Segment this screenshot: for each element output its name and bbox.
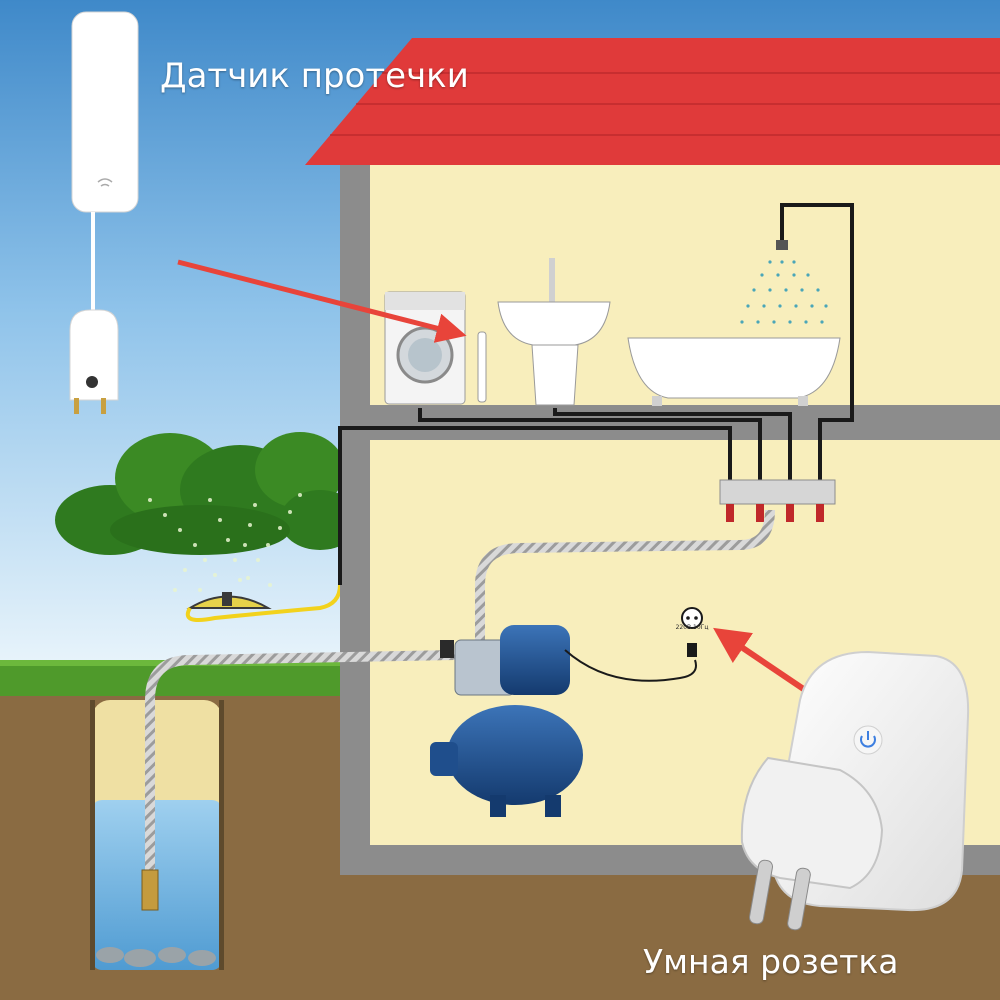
sprinkler-icon [148, 493, 302, 609]
bathtub-icon [627, 337, 841, 406]
leak-sensor-device [69, 11, 139, 414]
power-button-icon [853, 725, 883, 755]
supply-hose [475, 509, 775, 660]
intake-hose [145, 650, 456, 895]
arrow-to-socket [713, 627, 807, 693]
pipes [338, 203, 854, 585]
sink-icon [497, 258, 611, 406]
well [90, 700, 224, 970]
smart-plug-icon [740, 650, 970, 931]
leak-sensor-label: Датчик протечки [160, 56, 469, 96]
leak-sensor-small [477, 331, 487, 403]
smart-plug-label: Умная розетка [643, 942, 899, 981]
arrow-to-sensor [177, 259, 467, 343]
manifold [719, 479, 836, 522]
wifi-icon [97, 178, 113, 187]
power-cord [564, 649, 697, 682]
wall-socket-icon [681, 607, 703, 657]
water-pump-icon [430, 625, 583, 817]
washing-machine-icon [384, 291, 466, 405]
shower-icon [740, 240, 828, 324]
socket-rating-label: 220В 10Гц [675, 624, 709, 631]
intake-filter [141, 869, 159, 911]
garden-hose [185, 584, 342, 622]
roof [305, 38, 1000, 165]
